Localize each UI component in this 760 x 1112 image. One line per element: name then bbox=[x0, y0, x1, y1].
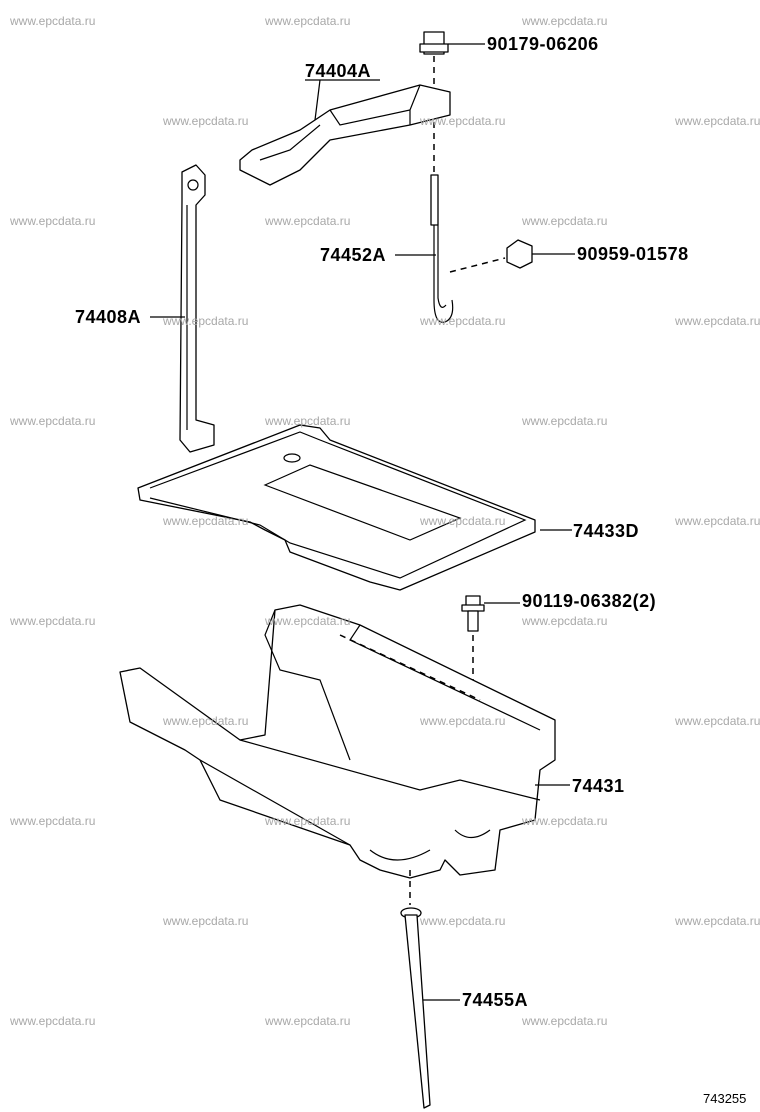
part-label-74404A[interactable]: 74404A bbox=[305, 61, 372, 81]
diagram-code: 743255 bbox=[703, 1091, 747, 1106]
rod-74452A bbox=[395, 174, 506, 323]
part-label-74433D[interactable]: 74433D bbox=[573, 521, 640, 541]
carrier-74431 bbox=[119, 604, 570, 905]
part-label-74431[interactable]: 74431 bbox=[572, 776, 625, 796]
tray-74433D bbox=[137, 424, 572, 591]
clamp-74404A bbox=[239, 79, 451, 186]
part-label-74455A[interactable]: 74455A bbox=[462, 990, 529, 1010]
rod-74455A bbox=[400, 907, 460, 1109]
part-label-74408A[interactable]: 74408A bbox=[75, 307, 142, 327]
part-label-90119-06382[interactable]: 90119-06382(2) bbox=[522, 591, 657, 611]
clip-90959-01578 bbox=[506, 239, 575, 269]
part-label-90959-01578[interactable]: 90959-01578 bbox=[577, 244, 689, 264]
part-label-74452A[interactable]: 74452A bbox=[320, 245, 387, 265]
rod-74408A bbox=[150, 164, 215, 453]
part-label-90179-06206[interactable]: 90179-06206 bbox=[487, 34, 599, 54]
